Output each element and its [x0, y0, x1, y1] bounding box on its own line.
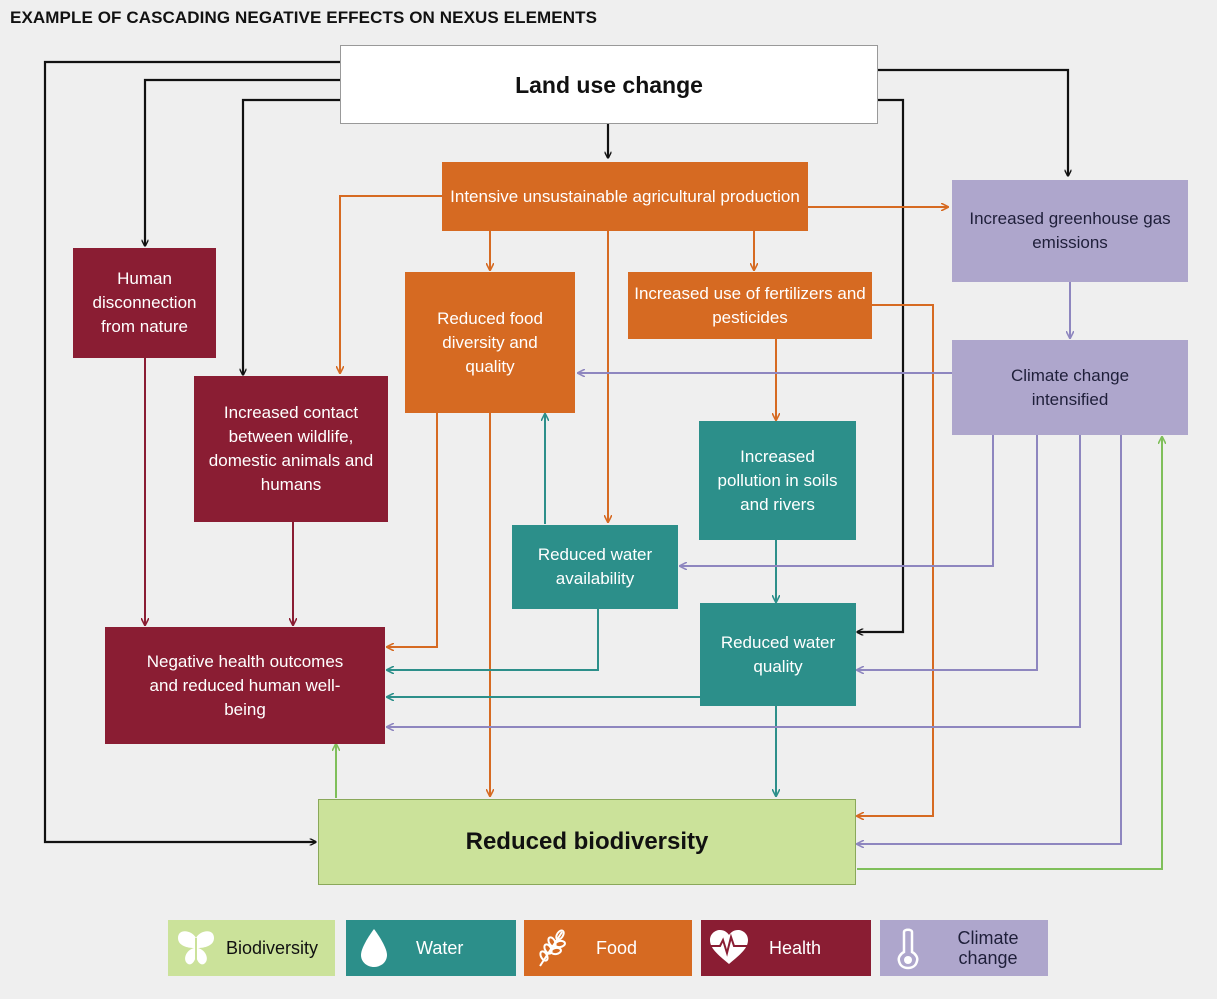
node-fertilizers-pesticides: Increased use of fertilizers and pestici…	[628, 272, 872, 339]
wheat-icon	[539, 929, 566, 967]
node-climate-change-intensified: Climate change intensified	[952, 340, 1188, 435]
legend-health: Health	[701, 920, 871, 976]
legend-label-climate-change: Climate change	[957, 928, 1019, 968]
node-increased-contact: Increased contact between wildlife, dome…	[194, 376, 388, 522]
thermometer-icon	[897, 928, 919, 970]
node-negative-health-outcomes: Negative health outcomes and reduced hum…	[105, 627, 385, 744]
legend-food: Food	[524, 920, 692, 976]
node-reduced-food-diversity: Reduced food diversity and quality	[405, 272, 575, 413]
legend-label-water: Water	[416, 937, 464, 958]
legend-label-biodiversity: Biodiversity	[226, 937, 319, 958]
node-reduced-water-availability: Reduced water availability	[512, 525, 678, 609]
water-drop-icon	[361, 929, 387, 967]
legend-biodiversity: Biodiversity	[168, 920, 335, 976]
node-greenhouse-gas-emissions: Increased greenhouse gas emissions	[952, 180, 1188, 282]
legend-label-food: Food	[596, 937, 638, 958]
node-land-use-change: Land use change	[340, 45, 878, 124]
legend-label-health: Health	[769, 937, 822, 958]
node-intensive-agriculture: Intensive unsustainable agricultural pro…	[442, 162, 808, 231]
legend-climate-change: Climate change	[880, 920, 1048, 976]
diagram-title: EXAMPLE OF CASCADING NEGATIVE EFFECTS ON…	[10, 8, 598, 27]
node-increased-pollution: Increased pollution in soils and rivers	[699, 421, 856, 540]
node-human-disconnection: Human disconnection from nature	[73, 248, 216, 358]
legend-water: Water	[346, 920, 516, 976]
node-reduced-water-quality: Reduced water quality	[700, 603, 856, 706]
node-reduced-biodiversity: Reduced biodiversity	[318, 799, 856, 885]
heart-pulse-icon	[710, 930, 748, 964]
butterfly-icon	[178, 931, 214, 965]
